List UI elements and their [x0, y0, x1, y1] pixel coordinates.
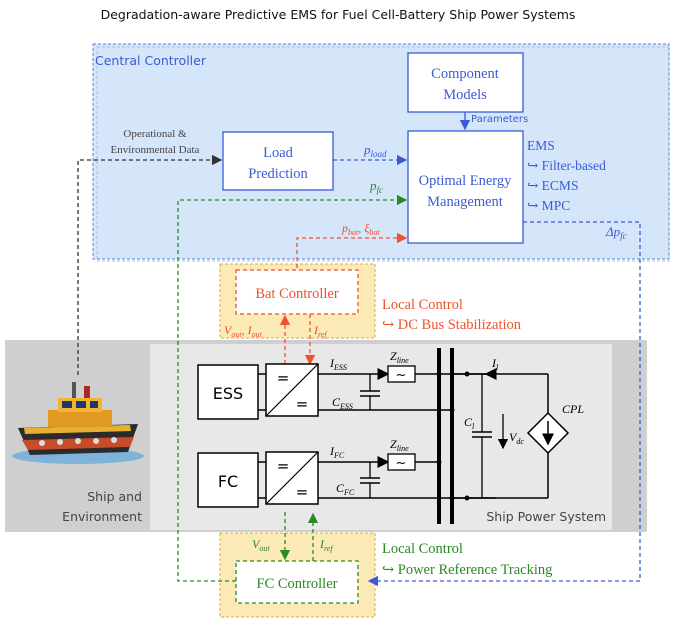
- fc-box: [197, 452, 259, 508]
- ship-icon: [12, 382, 144, 464]
- fc-label: FC: [218, 472, 238, 491]
- fc-local-control-sub: ↪ Power Reference Tracking: [382, 562, 552, 578]
- operational-data-label-1: Operational &: [123, 128, 187, 140]
- z-line-fc-box: [387, 453, 416, 471]
- ship-environment-label-1: Ship and: [87, 489, 142, 504]
- operational-data-arrow: [77, 154, 223, 375]
- load-prediction-label-2: Prediction: [248, 166, 308, 182]
- optimal-em-label-1: Optimal Energy: [419, 173, 513, 189]
- fc-controller-box: [235, 560, 359, 604]
- i-l-label: Il: [491, 356, 499, 372]
- bat-local-control-sub: ↪ DC Bus Stabilization: [382, 317, 522, 333]
- optimal-em-label-2: Management: [427, 194, 503, 210]
- load-prediction-box: [222, 131, 334, 191]
- bat-controller-label: Bat Controller: [255, 286, 339, 302]
- z-line-ess-tilde: ~: [396, 368, 407, 383]
- dc-bus-bar-2: [450, 348, 454, 524]
- central-controller-region: [92, 43, 670, 260]
- fc-controller-label: FC Controller: [257, 576, 338, 592]
- p-bat-arrow: [296, 232, 408, 268]
- parameters-label: Parameters: [471, 114, 528, 125]
- fc-local-control-title: Local Control: [382, 541, 463, 557]
- delta-pfc-arrow: [367, 221, 641, 587]
- ess-box: [197, 364, 259, 420]
- p-fc-arrow: [177, 194, 408, 582]
- bat-local-control-title: Local Control: [382, 297, 463, 313]
- fc-converter-eq-bottom: =: [296, 483, 309, 501]
- ems-title: EMS: [527, 138, 555, 153]
- operational-data-label-2: Environmental Data: [111, 144, 200, 156]
- ess-label: ESS: [213, 384, 243, 403]
- component-models-box: [407, 52, 524, 113]
- component-models-label-1: Component: [431, 66, 499, 82]
- dc-bus-bar-1: [437, 348, 441, 524]
- optimal-energy-management-box: [407, 130, 524, 244]
- diagram-title: Degradation-aware Predictive EMS for Fue…: [101, 7, 576, 22]
- ess-converter-eq-top: =: [277, 369, 290, 387]
- c-l-label: Cl: [464, 415, 475, 431]
- central-controller-label: Central Controller: [95, 53, 207, 68]
- z-line-ess-box: [387, 365, 416, 383]
- fc-converter-eq-top: =: [277, 457, 290, 475]
- cpl-label: CPL: [562, 402, 584, 416]
- ship-power-system-label: Ship Power System: [486, 509, 606, 524]
- z-line-fc-tilde: ~: [396, 456, 407, 471]
- ems-item-mpc: ↪ MPC: [527, 198, 570, 213]
- ems-item-filter: ↪ Filter-based: [527, 158, 606, 173]
- component-models-label-2: Models: [443, 87, 487, 103]
- ems-item-ecms: ↪ ECMS: [527, 178, 578, 193]
- load-prediction-label-1: Load: [263, 145, 294, 161]
- ess-converter-eq-bottom: =: [296, 395, 309, 413]
- bat-controller-box: [235, 269, 359, 315]
- ship-environment-label-2: Environment: [62, 509, 142, 524]
